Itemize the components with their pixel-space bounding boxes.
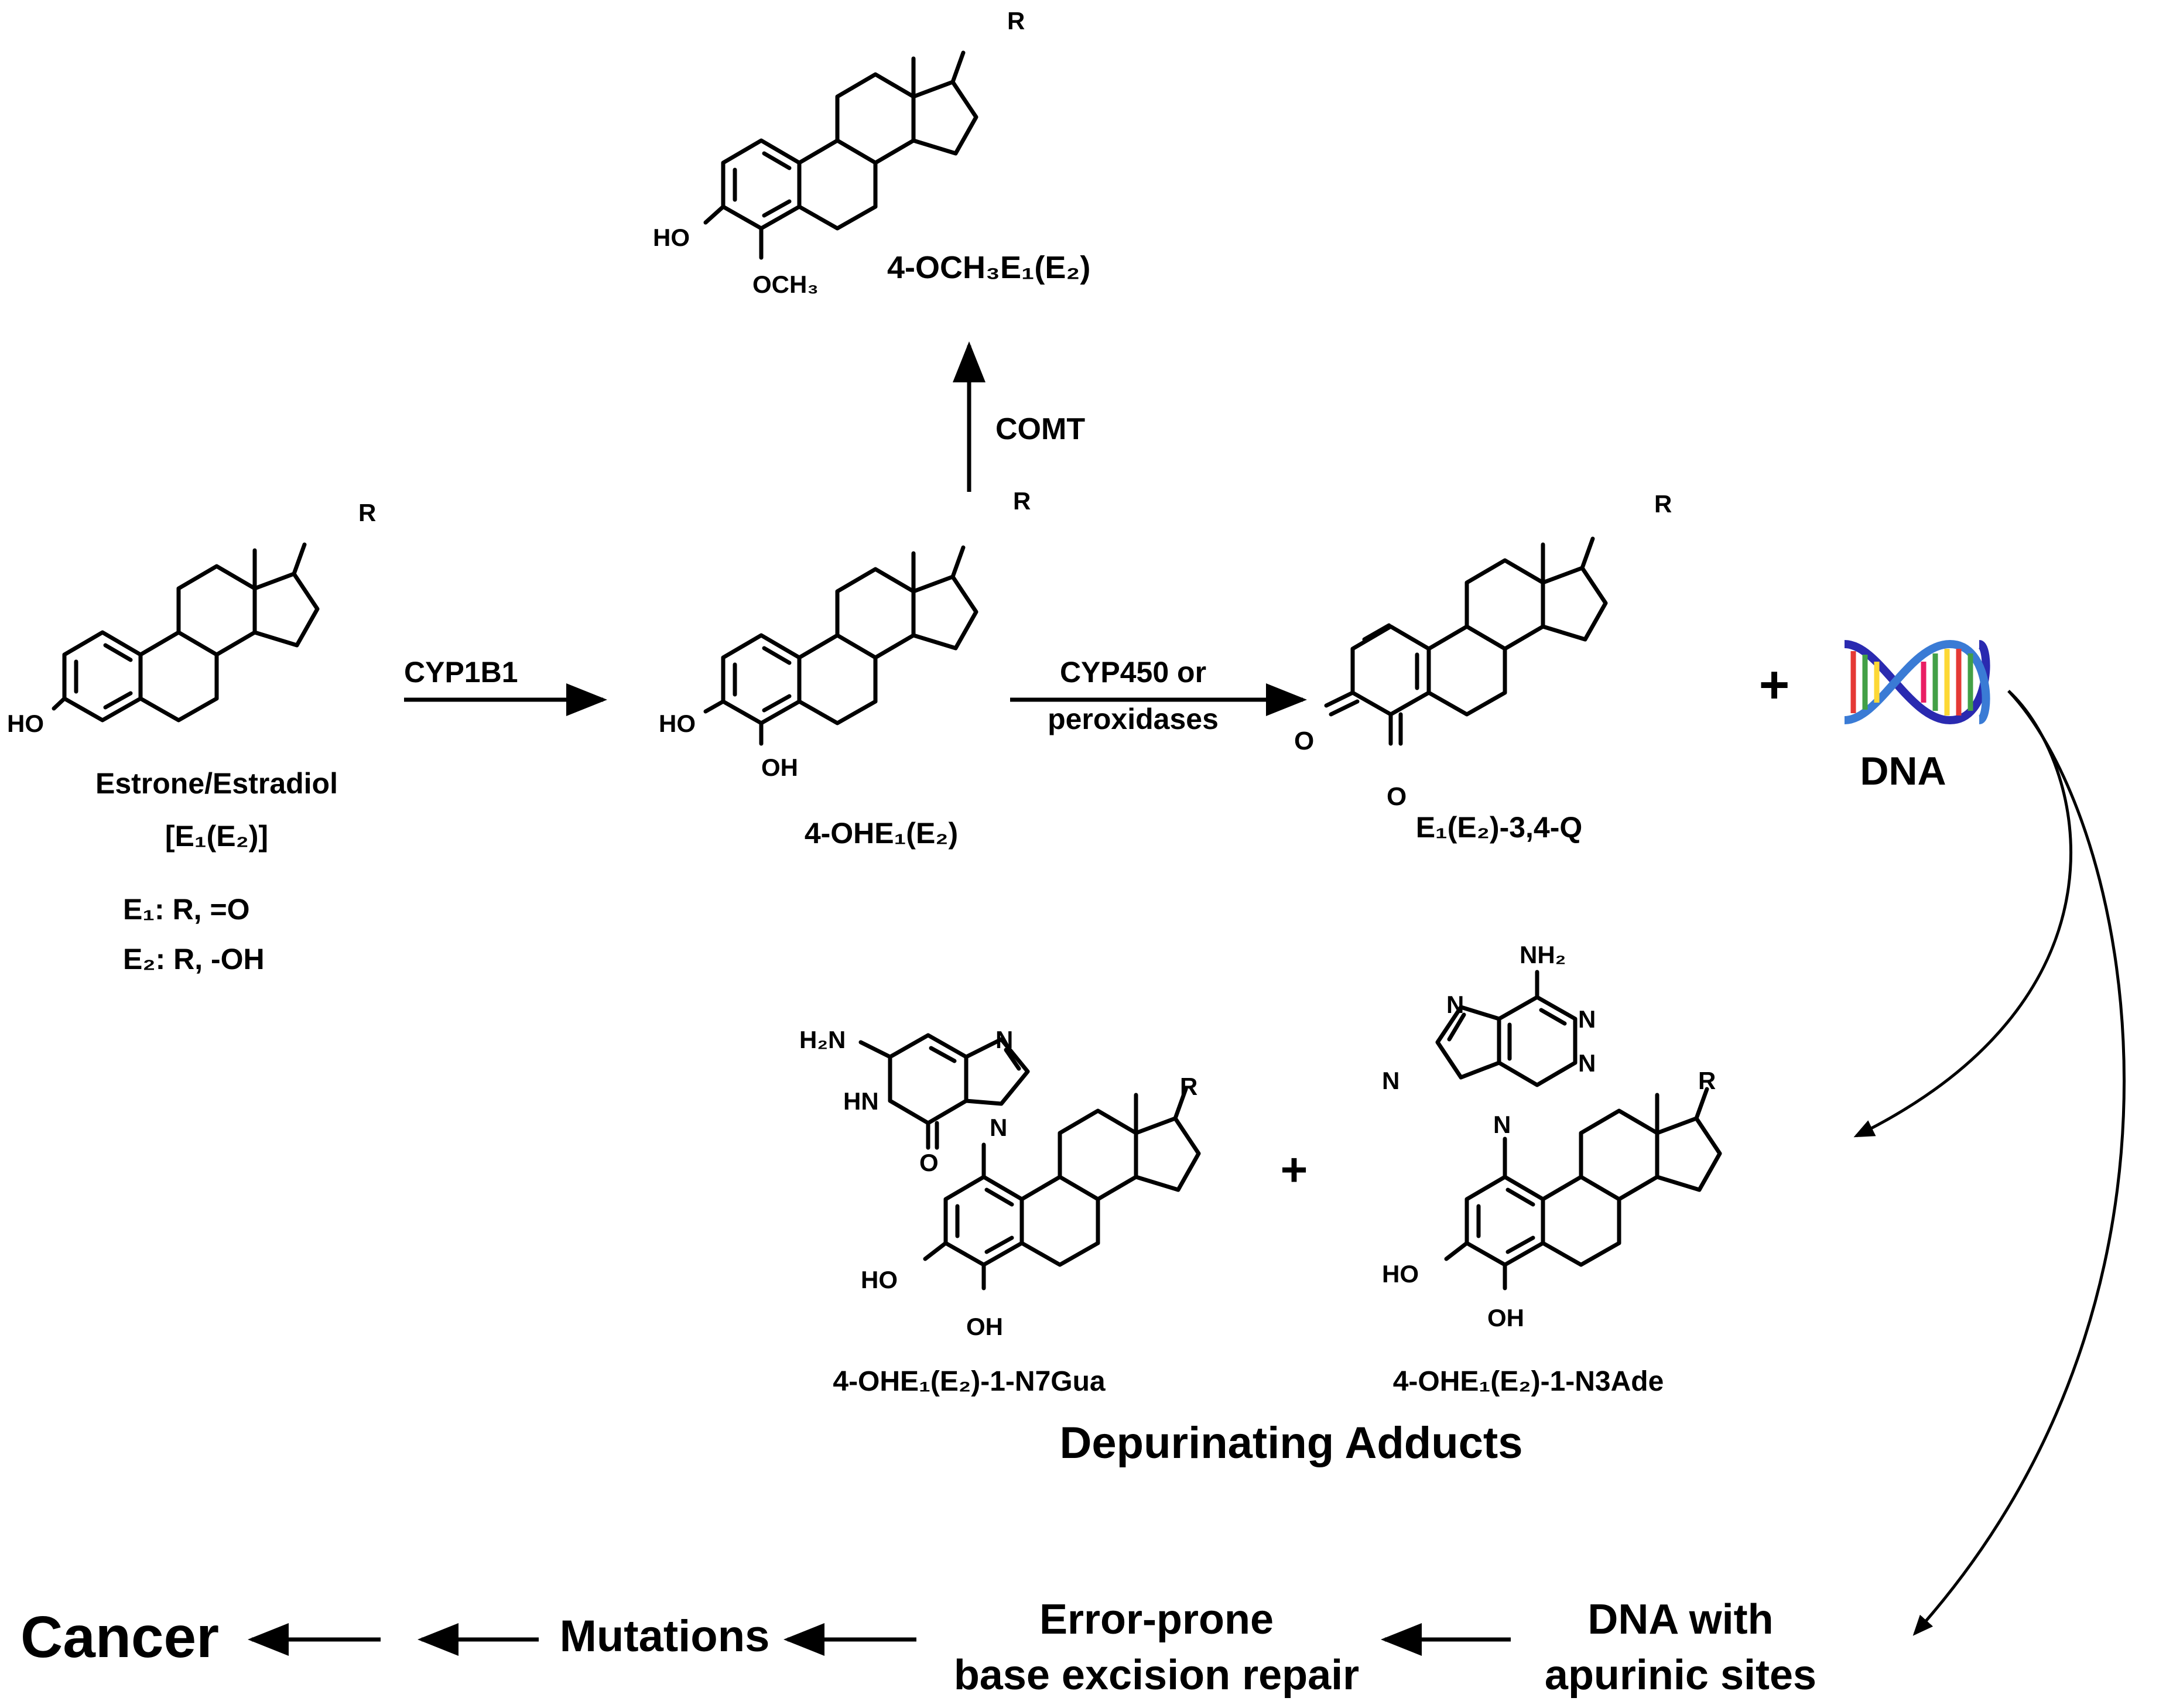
cyp1b1-label: CYP1B1 bbox=[404, 656, 518, 689]
methoxy-ho-label: HO bbox=[653, 224, 690, 251]
depurinating-adducts-title: Depurinating Adducts bbox=[1060, 1418, 1523, 1468]
repair-label-line1: Error-prone bbox=[1039, 1596, 1274, 1643]
cancer-label: Cancer bbox=[20, 1604, 219, 1670]
estradiol-abbrev: [E₁(E₂)] bbox=[165, 820, 268, 853]
quinone-o-label-4: O bbox=[1387, 782, 1407, 811]
n3ade-n-label-3: N bbox=[1382, 1067, 1399, 1094]
e1-definition: E₁: R, =O bbox=[123, 893, 250, 926]
methoxy-structure bbox=[703, 53, 976, 260]
repair-label-line2: base excision repair bbox=[954, 1652, 1359, 1699]
n7gua-oh-label: OH bbox=[966, 1313, 1003, 1340]
catechol-name: 4-OHE₁(E₂) bbox=[805, 817, 958, 850]
methoxy-name: 4-OCH₃E₁(E₂) bbox=[887, 250, 1090, 285]
dna-helix-icon bbox=[1844, 639, 1990, 725]
n3ade-oh-label: OH bbox=[1487, 1304, 1524, 1332]
quinone-o-label-3: O bbox=[1294, 727, 1314, 755]
quinone-structure bbox=[1324, 536, 1608, 746]
quinone-name: E₁(E₂)-3,4-Q bbox=[1416, 811, 1583, 844]
n3ade-n-label-4: N bbox=[1578, 1049, 1596, 1077]
n7gua-h2n-label: H₂N bbox=[799, 1026, 846, 1053]
n3ade-name: 4-OHE₁(E₂)-1-N3Ade bbox=[1393, 1366, 1664, 1397]
n3ade-structure bbox=[1435, 970, 1720, 1291]
estradiol-r-label: R bbox=[358, 499, 376, 526]
methoxy-r-label: R bbox=[1007, 7, 1025, 35]
adducts-plus-sign: + bbox=[1281, 1144, 1308, 1196]
catechol-structure bbox=[703, 547, 976, 746]
estradiol-structure bbox=[52, 545, 317, 720]
n7gua-r-label: R bbox=[1180, 1073, 1197, 1100]
mutations-label: Mutations bbox=[560, 1611, 770, 1661]
apurinic-label-line1: DNA with bbox=[1587, 1596, 1773, 1643]
cyp450-label-line2: peroxidases bbox=[1048, 703, 1219, 735]
apurinic-label-line2: apurinic sites bbox=[1545, 1652, 1816, 1699]
catechol-r-label: R bbox=[1013, 487, 1031, 515]
n7gua-n-label-a: N bbox=[995, 1026, 1013, 1053]
catechol-ho-label: HO bbox=[659, 710, 696, 737]
n3ade-ho-label: HO bbox=[1382, 1260, 1419, 1288]
estradiol-name: Estrone/Estradiol bbox=[95, 767, 338, 800]
n3ade-n-label-1: N bbox=[1446, 991, 1464, 1018]
n7gua-name: 4-OHE₁(E₂)-1-N7Gua bbox=[833, 1366, 1106, 1397]
comt-label: COMT bbox=[995, 412, 1085, 446]
n3ade-r-label: R bbox=[1698, 1067, 1716, 1094]
dna-plus-sign: + bbox=[1759, 656, 1790, 714]
e2-definition: E₂: R, -OH bbox=[123, 943, 265, 975]
n3ade-n-label-2: N bbox=[1578, 1005, 1596, 1033]
quinone-r-label: R bbox=[1654, 490, 1672, 518]
n7gua-hn-label: HN bbox=[843, 1087, 879, 1115]
dna-to-apurinic-arrow bbox=[1912, 690, 2126, 1636]
estradiol-ho-label: HO bbox=[7, 710, 44, 737]
methoxy-och3-label: OCH₃ bbox=[752, 271, 819, 298]
n7gua-n-label-b: N bbox=[990, 1114, 1007, 1141]
n7gua-ho-label: HO bbox=[861, 1266, 898, 1293]
n3ade-n-label-5: N bbox=[1493, 1111, 1511, 1138]
n3ade-nh2-label: NH₂ bbox=[1520, 941, 1566, 968]
catechol-oh-label: OH bbox=[761, 754, 798, 781]
cyp450-label-line1: CYP450 or bbox=[1060, 656, 1206, 689]
dna-label: DNA bbox=[1860, 749, 1946, 793]
n7gua-structure bbox=[858, 1033, 1199, 1291]
n7gua-o-label: O bbox=[919, 1149, 939, 1176]
